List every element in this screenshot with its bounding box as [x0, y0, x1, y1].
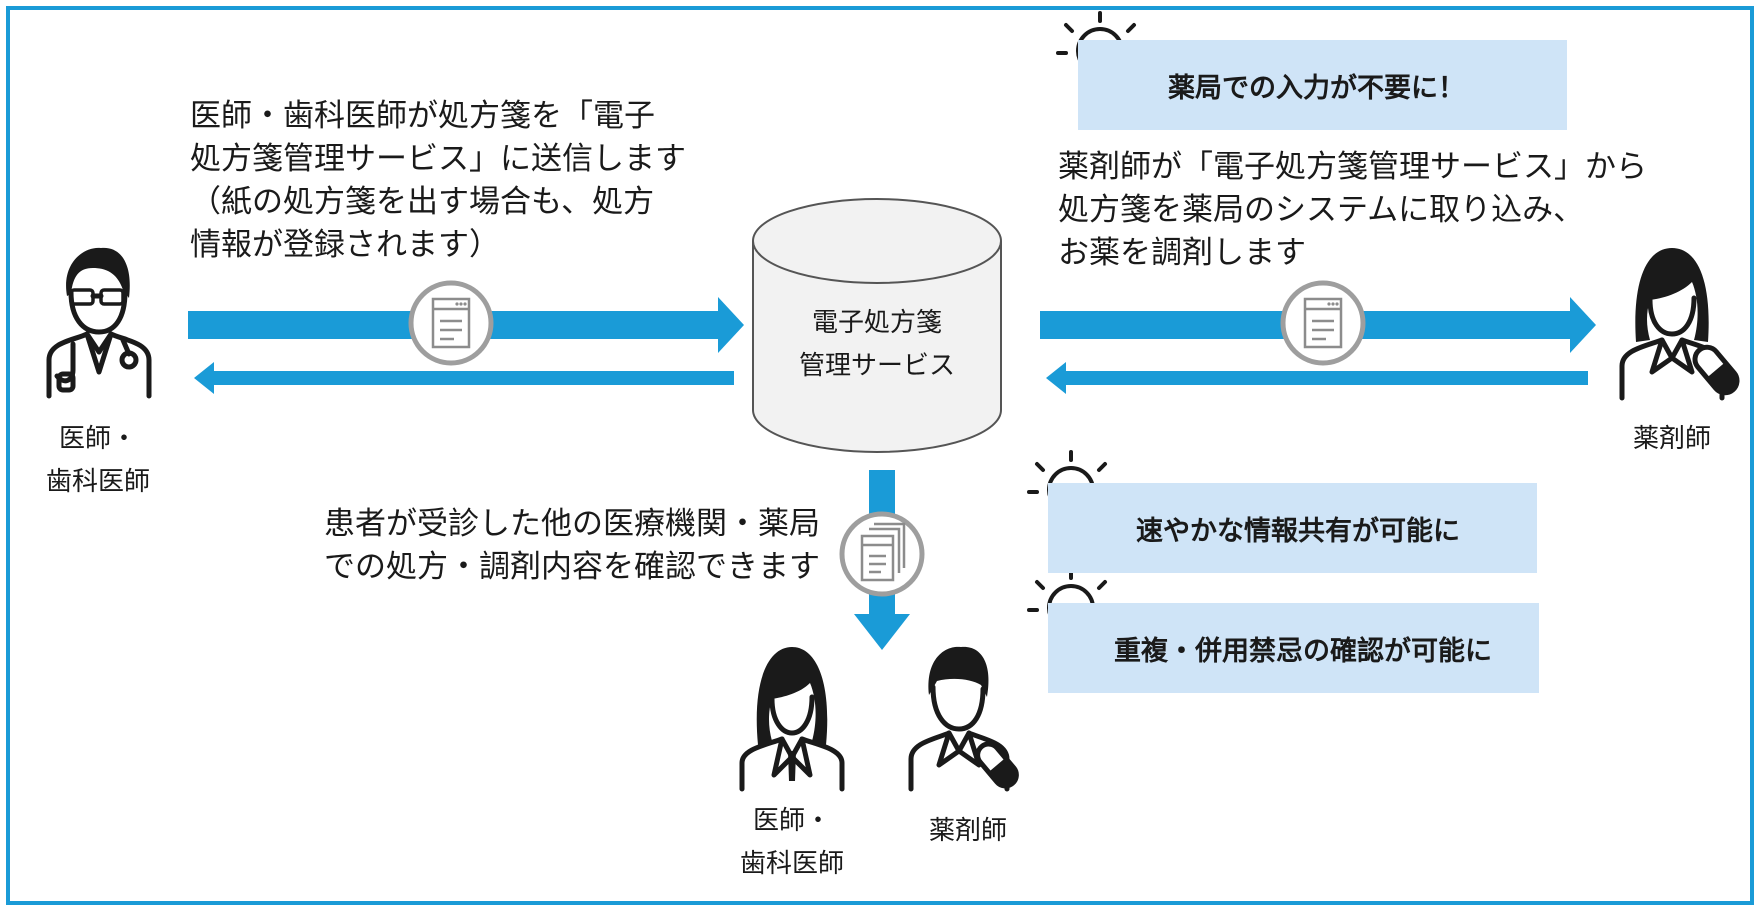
- document-icon: [408, 280, 494, 366]
- documents-stack-icon: [839, 511, 925, 597]
- benefit-box-no-input: 薬局での入力が不要に！: [1078, 40, 1567, 130]
- pharmacist-receive-description: 薬剤師が「電子処方箋管理サービス」から 処方箋を薬局のシステムに取り込み、 お薬…: [1058, 149, 1647, 271]
- benefit-text: 速やかな情報共有が可能に: [1136, 515, 1460, 547]
- arrow-service-to-doctor: [194, 362, 734, 394]
- pharmacist-right-label: 薬剤師: [1632, 424, 1711, 454]
- history-check-description: 患者が受診した他の医療機関・薬局 での処方・調剤内容を確認できます: [324, 506, 820, 585]
- doctor-icon: [46, 247, 152, 399]
- diagram-frame: [6, 6, 1754, 905]
- arrow-pharmacist-to-service: [1046, 362, 1588, 394]
- document-icon: [1280, 280, 1366, 366]
- doctor-female-icon: [739, 647, 845, 792]
- pharmacist-bottom-label: 薬剤師: [928, 816, 1007, 846]
- doctor-left-label: 医師・ 歯科医師: [45, 424, 150, 497]
- pharmacist-icon: [1619, 248, 1740, 401]
- benefit-box-contraindication: 重複・併用禁忌の確認が可能に: [1048, 603, 1539, 693]
- benefit-text: 重複・併用禁忌の確認が可能に: [1114, 635, 1492, 667]
- doctor-bottom-label: 医師・ 歯科医師: [739, 806, 844, 879]
- database-cylinder: [752, 198, 1002, 453]
- database-label: 電子処方箋 管理サービス: [798, 308, 955, 381]
- benefit-box-info-sharing: 速やかな情報共有が可能に: [1048, 483, 1537, 573]
- doctor-send-description: 医師・歯科医師が処方箋を「電子 処方箋管理サービス」に送信します （紙の処方箋を…: [190, 98, 686, 263]
- benefit-text: 薬局での入力が不要に！: [1168, 72, 1465, 104]
- pharmacist-icon: [908, 646, 1019, 792]
